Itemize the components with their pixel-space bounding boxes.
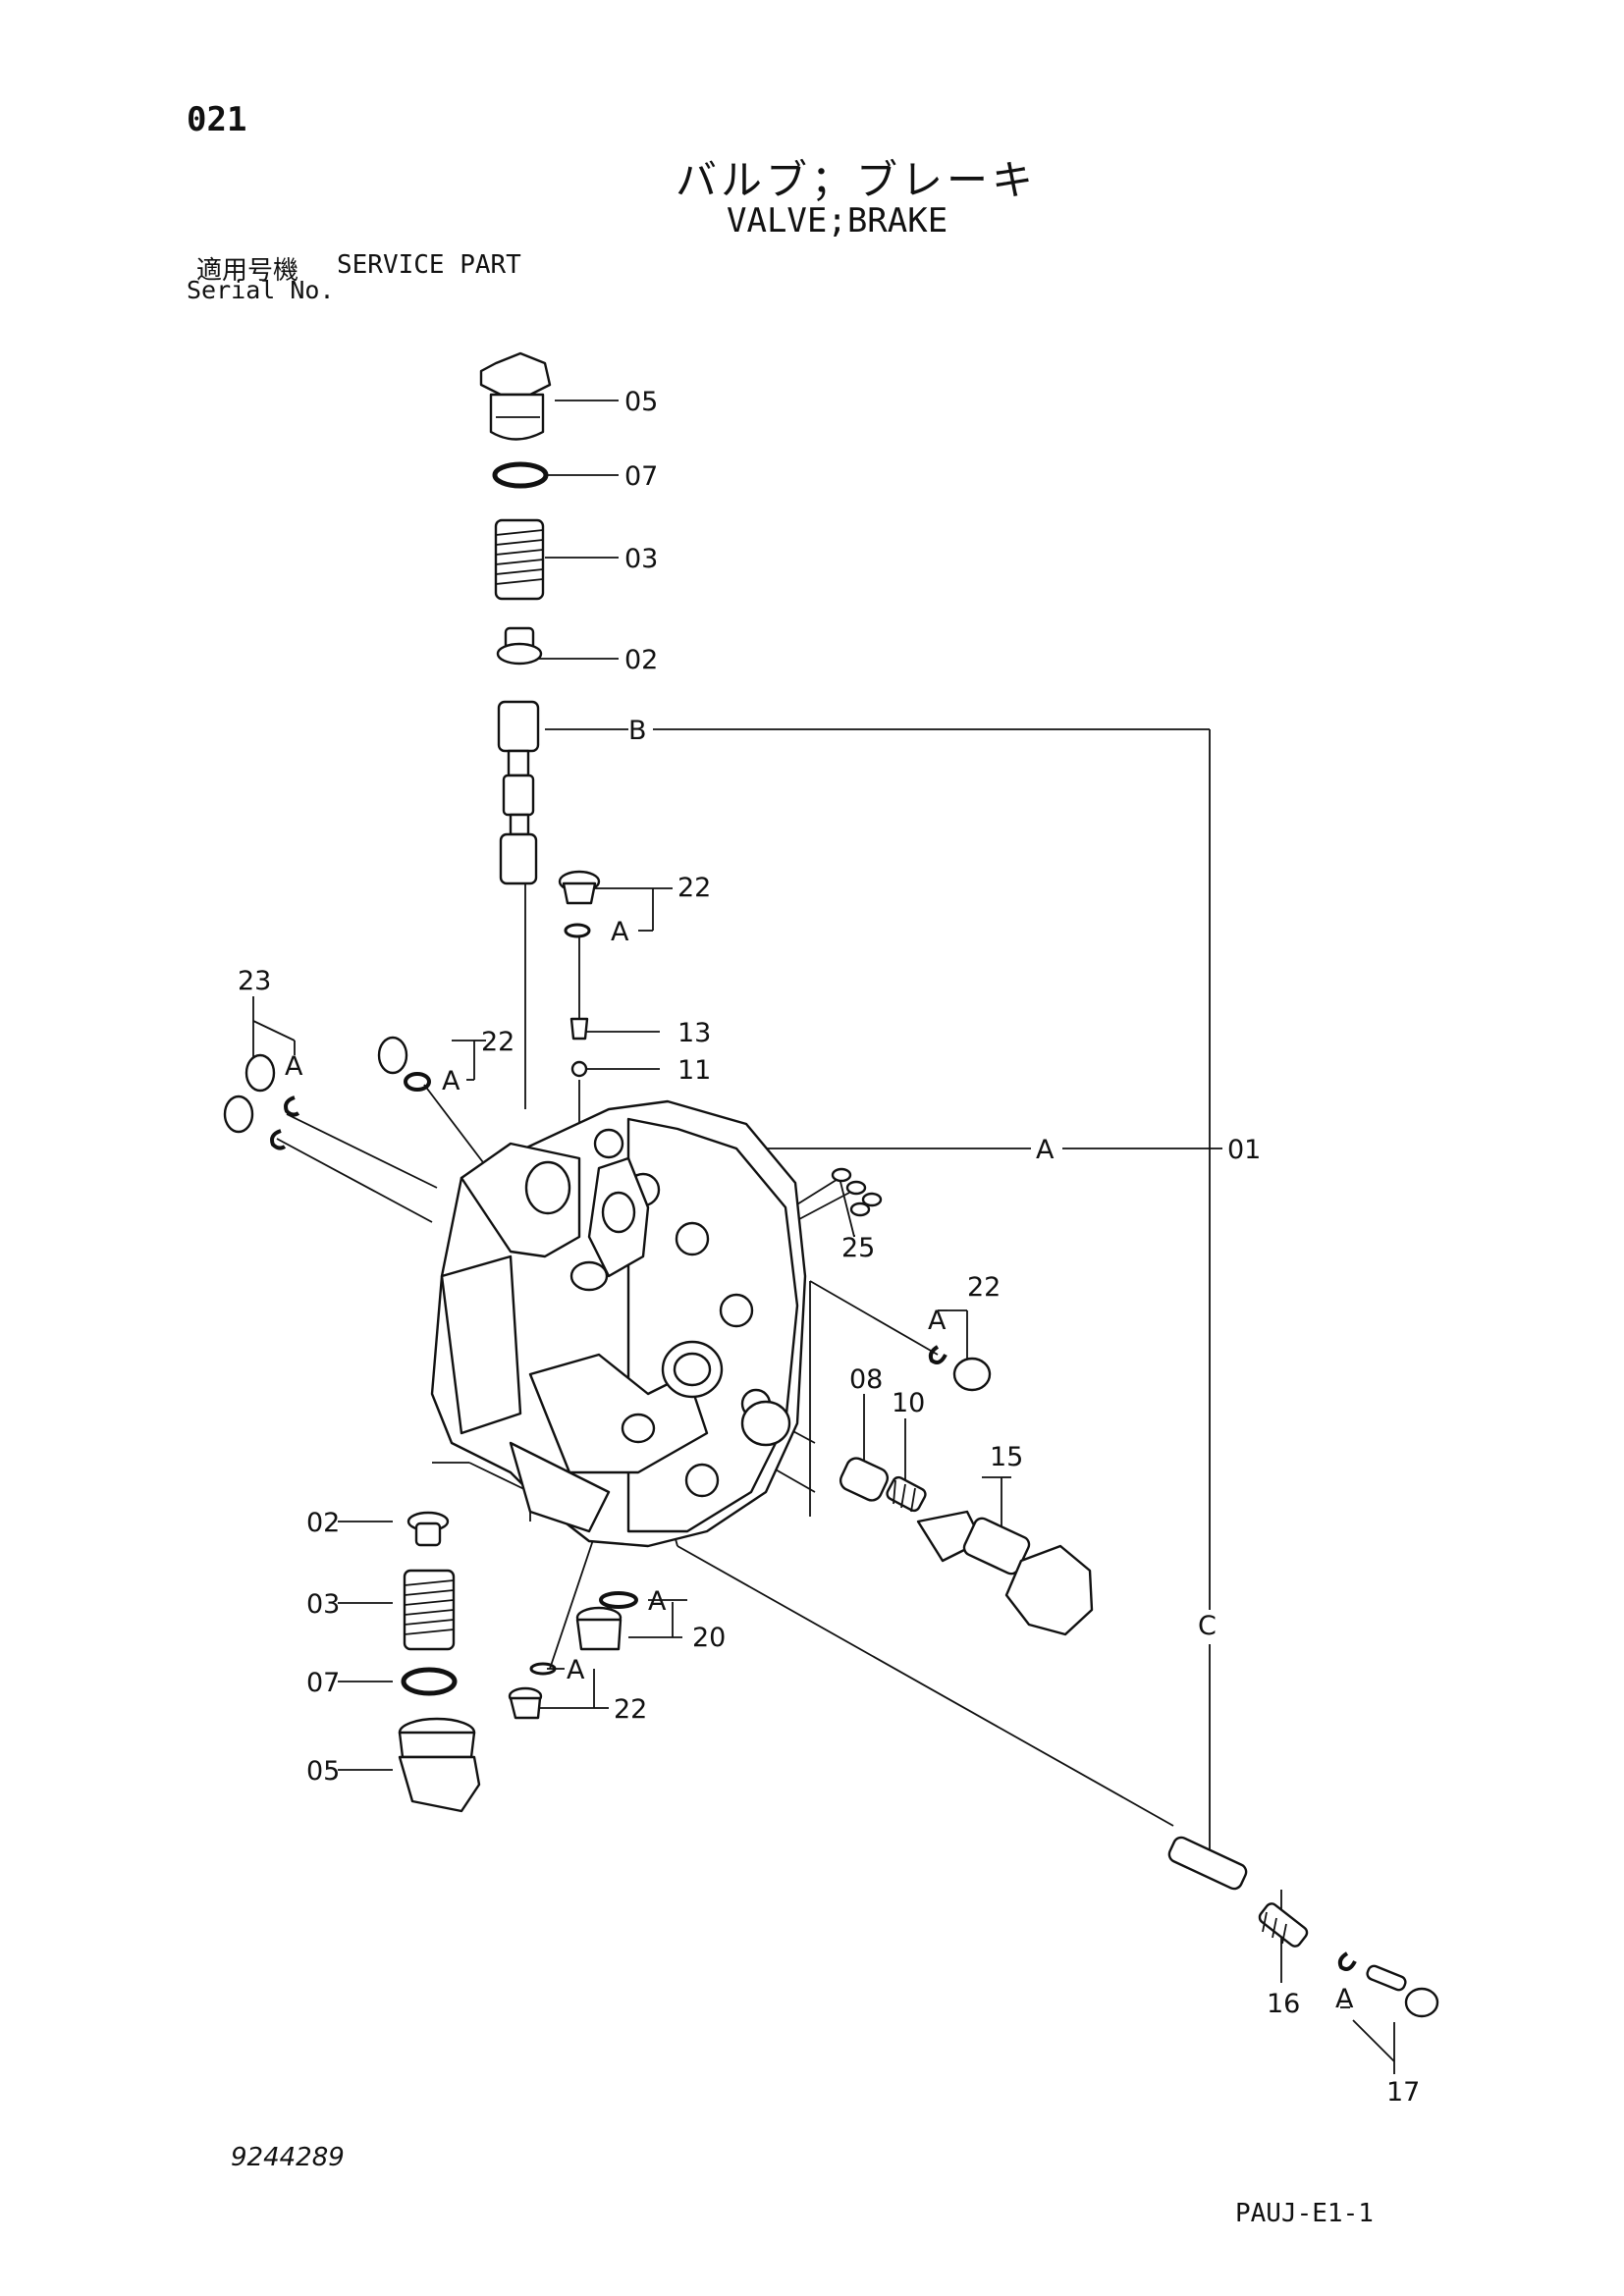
applicable-label: 適用号機 [196, 256, 299, 286]
callout-a-23: A [285, 1051, 303, 1082]
callout-01: 01 [1227, 1135, 1261, 1165]
callout-02-bottom: 02 [306, 1508, 340, 1538]
callout-17: 17 [1386, 2077, 1420, 2108]
plug-17 [1366, 1964, 1439, 2018]
plug-05-top [479, 351, 552, 441]
spool-valve-top [497, 700, 540, 885]
callout-c: C [1198, 1611, 1217, 1641]
callout-a-left: A [442, 1066, 460, 1096]
o-ring-a-upper [564, 923, 591, 938]
callout-22-upper: 22 [677, 873, 711, 903]
o-ring-07-top [492, 461, 549, 489]
spool-lower [1167, 1836, 1248, 1891]
sleeve-08 [839, 1457, 890, 1502]
callout-03-bottom: 03 [306, 1589, 340, 1620]
title-english: VALVE;BRAKE [727, 201, 948, 240]
spring-10 [886, 1475, 927, 1513]
plug-23-b [223, 1095, 254, 1134]
callout-b: B [628, 716, 647, 746]
plug-22-upper [558, 870, 601, 905]
service-part-label: SERVICE PART [337, 250, 521, 280]
callout-a-bottom-2: A [567, 1655, 585, 1685]
callout-03-top: 03 [624, 544, 658, 574]
callout-a-upper: A [611, 917, 629, 947]
o-ring-a-17 [1337, 1951, 1357, 1971]
ball-11 [570, 1060, 588, 1078]
spring-16 [1258, 1902, 1309, 1948]
callout-02-top: 02 [624, 645, 658, 675]
catalog-code: PAUJ-E1-1 [1235, 2199, 1374, 2228]
callout-16: 16 [1267, 1989, 1300, 2019]
relief-valve-15 [916, 1510, 1094, 1636]
callout-07-top: 07 [624, 461, 658, 492]
o-ring-23-b [270, 1129, 287, 1150]
spring-03-bottom [403, 1569, 456, 1651]
callout-05-bottom: 05 [306, 1756, 340, 1787]
valve-body-01 [430, 1099, 807, 1548]
plug-22-left [377, 1036, 408, 1075]
callout-15: 15 [990, 1442, 1023, 1472]
callout-a-body: A [1036, 1135, 1055, 1165]
plug-05-bottom [398, 1717, 481, 1813]
callout-labels: 05 07 03 02 B 22 A 13 11 23 A 22 A A 01 … [238, 387, 1420, 2108]
o-ring-a-bottom-1 [599, 1591, 638, 1609]
callout-22-right: 22 [967, 1272, 1001, 1303]
callout-20: 20 [692, 1623, 726, 1653]
plug-22-bottom [508, 1686, 543, 1720]
callout-05-top: 05 [624, 387, 658, 417]
plug-23-a [244, 1053, 276, 1093]
callout-08: 08 [849, 1364, 883, 1395]
callout-23: 23 [238, 966, 271, 996]
spring-03-top [494, 518, 545, 601]
fittings-25 [831, 1167, 883, 1217]
callout-25: 25 [841, 1233, 875, 1263]
callout-a-bottom-1: A [648, 1586, 667, 1617]
callout-a-17: A [1335, 1984, 1354, 2014]
o-ring-a-right [928, 1345, 947, 1364]
orifice-13 [569, 1017, 589, 1041]
plug-22-right [952, 1357, 992, 1392]
poppet-02-top [496, 626, 543, 666]
callout-11: 11 [677, 1055, 711, 1086]
callout-22-left: 22 [481, 1027, 514, 1057]
callout-07-bottom: 07 [306, 1668, 340, 1698]
callout-13: 13 [677, 1018, 711, 1048]
serial-label: Serial No. [187, 276, 335, 304]
o-ring-07-bottom [401, 1667, 458, 1696]
o-ring-a-left [404, 1072, 431, 1092]
callout-22-bottom: 22 [614, 1694, 647, 1725]
o-ring-23-a [284, 1095, 300, 1117]
callout-a-right: A [928, 1306, 947, 1336]
callout-10: 10 [892, 1388, 925, 1418]
o-ring-a-bottom-2 [529, 1662, 557, 1676]
plug-20 [575, 1606, 623, 1651]
leader-lines [252, 400, 1395, 2074]
document-number: 9244289 [231, 2143, 345, 2172]
poppet-02-bottom [406, 1511, 450, 1547]
title-japanese: バルブ；ブレーキ [676, 156, 1038, 204]
page-number: 021 [187, 100, 247, 139]
